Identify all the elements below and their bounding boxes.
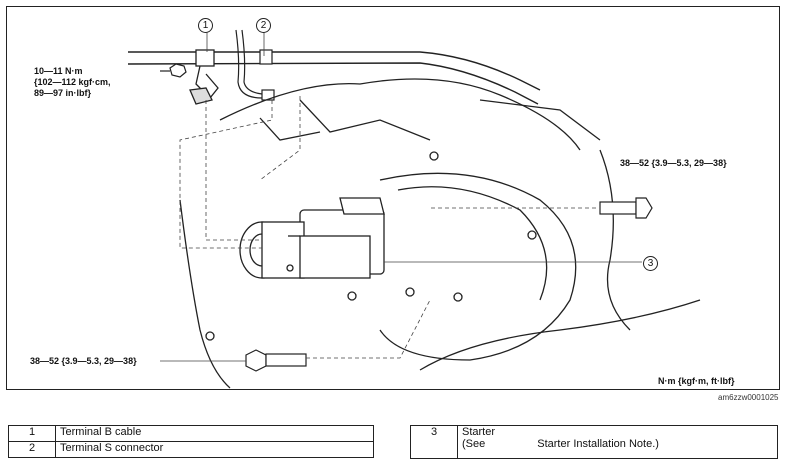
diagram-frame: [6, 6, 780, 390]
legend-text: Terminal S connector: [55, 441, 374, 458]
starter-installation-note-link[interactable]: Starter Installation Note.): [537, 438, 659, 450]
torque-line-3: 89—97 in·lbf}: [34, 88, 92, 98]
legend-row: 3 Starter (See Starter Installation Note.…: [410, 425, 778, 459]
callout-3: 3: [643, 256, 658, 271]
upper-right-bolt: [599, 197, 653, 219]
see-prefix: (See: [462, 438, 486, 450]
transmission-housing: [179, 78, 701, 389]
torque-label-terminal-b: 10—11 N·m {102—112 kgf·cm, 89—97 in·lbf}: [34, 66, 111, 99]
callout-2: 2: [256, 18, 271, 33]
terminal-b-cable-drawing: [189, 49, 219, 105]
legend-table-left: 1 Terminal B cable 2 Terminal S connecto…: [8, 425, 374, 458]
terminal-s-connector-drawing: [235, 29, 275, 101]
torque-line-1: 10—11 N·m: [34, 66, 83, 76]
legend-text: Starter (See Starter Installation Note.): [457, 425, 778, 459]
callout-1: 1: [198, 18, 213, 33]
lower-left-bolt: [245, 349, 307, 372]
units-note: N·m {kgf·m, ft·lbf}: [658, 376, 735, 386]
legend-table-right: 3 Starter (See Starter Installation Note.…: [410, 425, 778, 459]
legend-num: 1: [8, 425, 56, 442]
legend-row: 1 Terminal B cable: [8, 425, 374, 442]
starter-drawing: [239, 197, 385, 279]
figure-code: am6zzw0001025: [718, 393, 779, 402]
top-left-bolt: [160, 63, 187, 78]
legend-starter-label: Starter: [462, 426, 496, 438]
legend-num: 2: [8, 441, 56, 458]
legend-see-note: (See Starter Installation Note.): [462, 438, 773, 450]
leader-lines: [160, 30, 642, 362]
torque-label-upper-right: 38—52 {3.9—5.3, 29—38}: [620, 158, 727, 168]
legend-row: 2 Terminal S connector: [8, 441, 374, 458]
torque-label-lower-left: 38—52 {3.9—5.3, 29—38}: [30, 356, 137, 366]
legend-num: 3: [410, 425, 458, 459]
top-pipe: [127, 51, 541, 105]
torque-line-2: {102—112 kgf·cm,: [34, 77, 111, 87]
legend-text: Terminal B cable: [55, 425, 374, 442]
